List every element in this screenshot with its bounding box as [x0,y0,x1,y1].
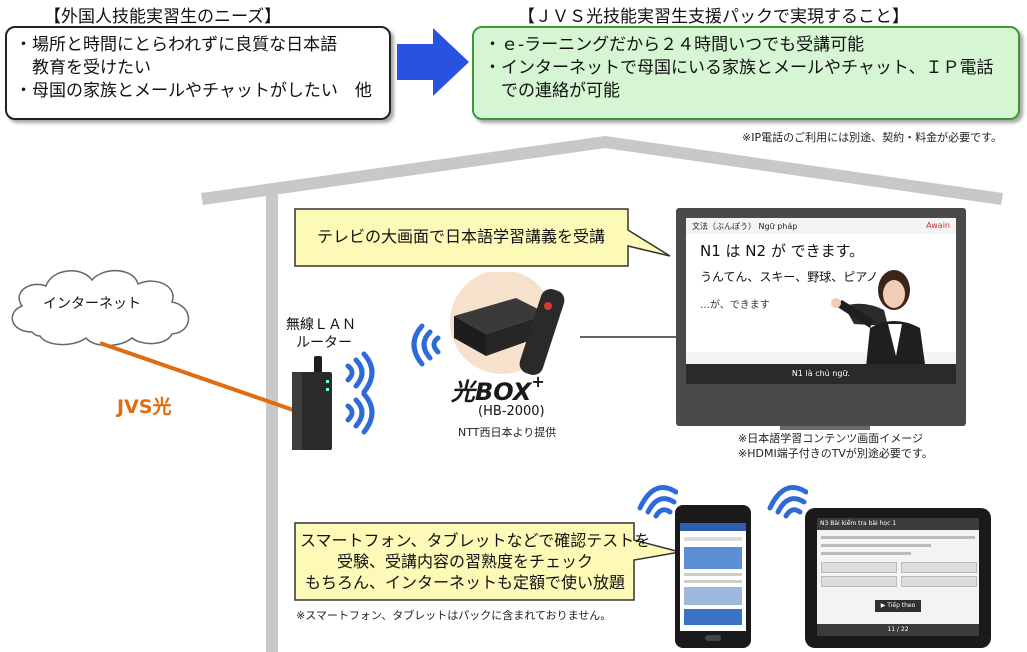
needs-line-3: ・母国の家族とメールやチャットがしたい 他 [15,81,372,101]
ip-phone-note: ※IP電話のご利用には別途、契約・料金が必要です。 [742,131,1002,144]
box-wifi-icon [411,323,441,367]
devices-callout-line-3: もちろん、インターネットも定額で使い放題 [304,573,625,592]
tablet-next-button[interactable]: ▶ Tiếp theo [875,600,921,612]
phone-wifi-icon [637,485,678,519]
router-label-1: 無線ＬＡＮ [286,317,356,333]
pack-line-1: ・ｅ-ラーニングだから２４時間いつでも受講可能 [484,35,865,55]
internet-label: インターネット [43,296,141,312]
tv-screen: 文法（ぶんぽう） Ngữ pháp Awain N1 は N2 が できます。 … [686,218,956,384]
tv-stand [780,426,870,430]
devices-callout-line-2: 受験、受講内容の習熟度をチェック [336,552,593,571]
hikari-box-provider: NTT西日本より提供 [458,426,557,439]
tablet-wifi-icon [767,485,808,519]
devices-callout-bubble [294,522,681,601]
tablet-screen: N3 Bài kiểm tra bài học 1 ▶ Tiếp theo 11… [817,518,979,636]
router-wifi-icon-lower [345,391,375,435]
pack-line-2: ・インターネットで母国にいる家族とメールやチャット、ＩＰ電話 [484,58,994,78]
tv-note-1: ※日本語学習コンテンツ画面イメージ [738,432,923,445]
smartphone [675,505,751,648]
fiber-label: JVS光 [117,396,172,418]
pack-box: ・ｅ-ラーニングだから２４時間いつでも受講可能 ・インターネットで母国にいる家族… [472,26,1020,120]
tv-board-line-2: うんてん、スキー、野球、ピアノ [700,270,879,284]
tv-callout-bubble [294,208,671,267]
tv-callout-text: テレビの大画面で日本語学習講義を受講 [316,227,605,246]
hikari-box-logo-plus: + [531,372,545,391]
tv-subtitle: N1 là chủ ngữ. [791,369,851,378]
needs-line-1: ・場所と時間にとらわれずに良質な日本語 [15,35,338,55]
router-device [292,356,332,450]
internet-cloud-icon [11,269,190,347]
hikari-box-logo-main: 光BOX [451,378,532,406]
router-label-2: ルーター [296,335,352,351]
hdmi-cable [580,336,690,338]
tv-board-line-1: N1 は N2 が できます。 [700,242,865,260]
tv-screen-brand: Awain [926,221,950,230]
needs-box: ・場所と時間にとらわれずに良質な日本語 教育を受けたい ・母国の家族とメールやチ… [5,26,391,120]
tablet: N3 Bài kiểm tra bài học 1 ▶ Tiếp theo 11… [805,508,991,648]
arrow-right-icon [397,28,469,96]
phone-screen [680,523,746,631]
devices-callout-line-1: スマートフォン、タブレットなどで確認テストを [300,531,651,550]
hikari-box-model: (HB-2000) [478,404,545,419]
pack-line-3: での連絡が可能 [484,81,620,101]
phone-home-button [705,635,721,641]
tablet-title-bar: N3 Bài kiểm tra bài học 1 [817,518,979,530]
tablet-footer: 11 / 22 [817,624,979,636]
hikari-box-device [450,272,565,375]
pack-header: 【ＪＶＳ光技能実習生支援パックで実現すること】 [518,7,909,27]
devices-note: ※スマートフォン、タブレットはパックに含まれておりません。 [296,609,612,622]
tv-screen-header: 文法（ぶんぽう） Ngữ pháp [692,222,798,231]
needs-line-2: 教育を受けたい [15,58,151,78]
tv-subtitle-bar: N1 là chủ ngữ. [686,364,956,384]
hikari-box-logo: 光BOX+ [451,372,545,407]
tv-frame: 文法（ぶんぽう） Ngữ pháp Awain N1 は N2 が できます。 … [676,208,966,426]
tablet-title: N3 Bài kiểm tra bài học 1 [820,520,897,527]
router-wifi-icon-upper [345,351,375,395]
tv-board-line-3: …が、できます [700,300,770,311]
tv-note-2: ※HDMI端子付きのTVが別途必要です。 [738,447,933,460]
tablet-page: 11 / 22 [887,626,909,633]
fiber-line [99,341,297,413]
needs-header: 【外国人技能実習生のニーズ】 [44,7,282,27]
